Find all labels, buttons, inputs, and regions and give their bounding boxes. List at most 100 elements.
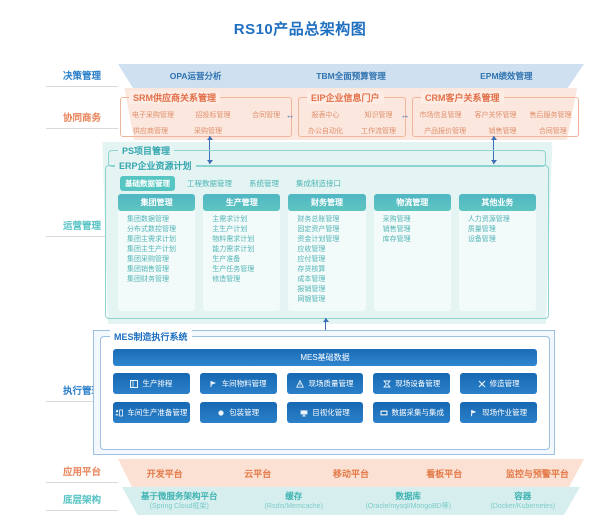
repair-icon <box>478 380 486 388</box>
decision-item-opa[interactable]: OPA运营分析 <box>169 71 222 81</box>
erp-column-logistics: 物流管理 采购管理 销售管理 库存管理 <box>373 194 451 311</box>
erp-tab-system[interactable]: 系统管理 <box>249 179 279 188</box>
app-item-dashboard[interactable]: 看板平台 <box>426 468 463 479</box>
app-item-mobile[interactable]: 移动平台 <box>333 468 370 479</box>
erp-tab-engineering-data[interactable]: 工程数据管理 <box>187 179 232 188</box>
package-icon <box>217 409 225 417</box>
mes-base-data-bar[interactable]: MES基础数据 <box>113 349 537 366</box>
list-item[interactable]: 分布式数控管理 <box>127 226 176 233</box>
infra-item-database[interactable]: 数据库 (Oracle/mysql/MongoBD等) <box>351 491 466 511</box>
infra-item-microservice[interactable]: 基于微服务架构平台 (Spring Cloud框架) <box>122 491 237 511</box>
eip-item-workflow[interactable]: 工作流管理 <box>361 127 396 135</box>
rail-label-application: 应用平台 <box>46 464 118 483</box>
mes-button-repair[interactable]: 修造管理 <box>460 373 537 394</box>
group-crm: CRM客户关系管理 市场信息管理 客户关怀管理 售后服务管理 产品报价管理 销售… <box>412 91 579 137</box>
mes-button-workshop-material[interactable]: 车间物料管理 <box>199 373 277 394</box>
crm-item-aftersales[interactable]: 售后服务管理 <box>529 111 572 119</box>
erp-column-finance-head: 财务管理 <box>288 194 366 211</box>
list-item[interactable]: 质量管理 <box>467 226 496 233</box>
mes-button-site-equipment[interactable]: 现场设备管理 <box>373 373 451 394</box>
list-item[interactable]: 物料需求计划 <box>212 236 255 243</box>
group-srm-row2: 供应商管理 采购管理 <box>121 123 291 138</box>
list-item[interactable]: 主生产计划 <box>212 226 248 233</box>
crm-item-care[interactable]: 客户关怀管理 <box>474 111 517 119</box>
mes-button-production-schedule[interactable]: 生产排程 <box>113 373 190 394</box>
srm-item-eprocurement[interactable]: 电子采购管理 <box>131 111 174 119</box>
infra-item-cache-sub: (Rsdis/Memcache) <box>264 503 323 510</box>
rail-label-execution: 执行管理 <box>46 383 118 402</box>
infra-item-container-sub: (Docker/Kubernetes) <box>490 503 556 510</box>
app-item-cloud[interactable]: 云平台 <box>244 468 272 479</box>
infra-item-container-title: 容器 <box>514 491 532 501</box>
list-item[interactable]: 集团销售管理 <box>127 266 169 273</box>
mes-button-site-quality[interactable]: 现场质量管理 <box>286 373 364 394</box>
list-item[interactable]: 网银管理 <box>297 296 326 303</box>
list-item[interactable]: 集团主需求计划 <box>127 236 176 243</box>
application-layer-band: 开发平台 云平台 移动平台 看板平台 监控与预警平台 <box>118 459 584 487</box>
list-item[interactable]: 库存管理 <box>382 236 411 243</box>
erp-tab-integration[interactable]: 集成制造接口 <box>296 179 341 188</box>
list-item[interactable]: 存货核算 <box>297 266 326 273</box>
list-item[interactable]: 生产任务管理 <box>212 266 255 273</box>
mes-button-packaging[interactable]: 包装管理 <box>199 402 277 423</box>
eip-item-knowledge[interactable]: 知识管理 <box>364 111 393 119</box>
list-item[interactable]: 财务总账管理 <box>297 216 340 223</box>
mes-button-data-collection[interactable]: 数据采集与集成 <box>373 402 451 423</box>
srm-item-bidding[interactable]: 招投标管理 <box>195 111 231 119</box>
box-ps-title: PS项目管理 <box>118 144 175 157</box>
rail-label-decision: 决策管理 <box>46 68 118 87</box>
decision-item-tbm[interactable]: TBM全面预算管理 <box>316 71 386 81</box>
list-item[interactable]: 修造管理 <box>212 276 241 283</box>
eip-item-oa[interactable]: 办公自动化 <box>308 127 343 135</box>
list-item[interactable]: 集团主生产计划 <box>127 246 176 253</box>
box-ps-project-management: PS项目管理 <box>108 144 546 167</box>
group-eip-row1: 报表中心 知识管理 <box>299 107 405 122</box>
erp-column-other: 其他业务 人力资源管理 质量管理 设备管理 <box>458 194 537 311</box>
crm-item-quotation[interactable]: 产品报价管理 <box>424 127 467 135</box>
mes-button-workshop-preparation[interactable]: 车间生产准备管理 <box>113 402 190 423</box>
srm-item-contract[interactable]: 合同管理 <box>252 111 281 119</box>
box-erp: ERP企业资源计划 基础数据管理 工程数据管理 系统管理 集成制造接口 集团管理… <box>105 159 549 319</box>
quality-icon <box>296 379 305 388</box>
mes-button-label: 现场设备管理 <box>395 379 441 388</box>
infra-item-database-sub: (Oracle/mysql/MongoBD等) <box>365 503 452 510</box>
list-item[interactable]: 报销管理 <box>297 286 326 293</box>
erp-tab-basic-data[interactable]: 基础数据管理 <box>120 176 175 191</box>
app-item-development[interactable]: 开发平台 <box>146 468 183 479</box>
crm-item-sales[interactable]: 销售管理 <box>488 127 517 135</box>
list-item[interactable]: 集团数据管理 <box>127 216 169 223</box>
list-item[interactable]: 集团采购管理 <box>127 256 169 263</box>
list-item[interactable]: 人力资源管理 <box>467 216 510 223</box>
crm-item-contract[interactable]: 合同管理 <box>538 127 567 135</box>
erp-column-group: 集团管理 集团数据管理 分布式数控管理 集团主需求计划 集团主生产计划 集团采购… <box>118 194 196 311</box>
erp-column-other-list: 人力资源管理 质量管理 设备管理 <box>459 215 536 245</box>
list-item[interactable]: 主需求计划 <box>212 216 248 223</box>
list-item[interactable]: 能力需求计划 <box>212 246 255 253</box>
app-item-monitoring[interactable]: 监控与预警平台 <box>505 468 569 479</box>
infra-item-container[interactable]: 容器 (Docker/Kubernetes) <box>466 491 581 511</box>
operation-icon <box>470 409 478 417</box>
eip-item-report[interactable]: 报表中心 <box>311 111 340 119</box>
rail-label-operation: 运营管理 <box>46 218 118 237</box>
srm-item-purchase[interactable]: 采购管理 <box>194 127 222 135</box>
list-item[interactable]: 集团财务管理 <box>127 276 169 283</box>
mes-button-site-operation[interactable]: 现场作业管理 <box>460 402 537 423</box>
list-item[interactable]: 成本管理 <box>297 276 326 283</box>
mes-button-visual-management[interactable]: 目视化管理 <box>286 402 364 423</box>
srm-item-supplier[interactable]: 供应商管理 <box>133 127 168 135</box>
list-item[interactable]: 设备管理 <box>467 236 496 243</box>
list-item[interactable]: 生产准备 <box>212 256 241 263</box>
list-item[interactable]: 应付管理 <box>297 256 326 263</box>
list-item[interactable]: 资金计划管理 <box>297 236 340 243</box>
decision-item-epm[interactable]: EPM绩效管理 <box>480 71 533 81</box>
crm-item-market[interactable]: 市场信息管理 <box>419 111 462 119</box>
list-item[interactable]: 采购管理 <box>382 216 411 223</box>
list-item[interactable]: 固定资产管理 <box>297 226 340 233</box>
list-item[interactable]: 销售管理 <box>382 226 411 233</box>
infrastructure-layer-band: 基于微服务架构平台 (Spring Cloud框架) 缓存 (Rsdis/Mem… <box>122 487 580 515</box>
decision-band-shape <box>118 64 584 88</box>
list-item[interactable]: 应收管理 <box>297 246 326 253</box>
infra-item-cache[interactable]: 缓存 (Rsdis/Memcache) <box>237 491 352 511</box>
erp-column-production-head: 生产管理 <box>203 194 281 211</box>
